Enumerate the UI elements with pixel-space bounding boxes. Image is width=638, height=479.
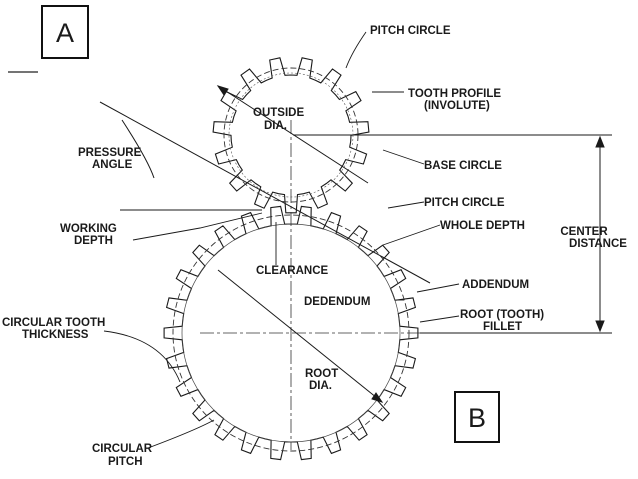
label-root-dia-2: DIA. [309,380,332,392]
label-pitch-circle-mid: PITCH CIRCLE [424,197,505,209]
label-working-depth-1: WORKING [60,223,117,235]
label-tooth-profile-1: TOOTH PROFILE [408,88,501,100]
label-root-fillet-2: FILLET [483,321,522,333]
labels: PITCH CIRCLE TOOTH PROFILE (INVOLUTE) OU… [2,25,627,468]
label-center-distance-1: CENTER [560,226,608,238]
leaders [103,31,460,449]
label-clearance: CLEARANCE [256,265,329,277]
pressure-angle-line [99,101,431,284]
center-distance-dimension [293,134,612,334]
center-lines [200,120,430,450]
label-root-fillet-1: ROOT (TOOTH) [460,309,544,321]
label-circular-pitch-1: CIRCULAR [92,443,153,455]
label-circular-pitch-2: PITCH [108,456,143,468]
label-pressure-angle-2: ANGLE [92,159,133,171]
label-outside-dia-2: DIA. [264,120,287,132]
outside-dia-leader [216,85,369,184]
label-tooth-profile-2: (INVOLUTE) [424,100,490,112]
badge-a: A [41,5,89,59]
badge-a-text: A [56,18,74,48]
label-center-distance-2: DISTANCE [569,238,627,250]
label-working-depth-2: DEPTH [74,235,113,247]
label-circular-tooth-thickness-2: THICKNESS [22,329,89,341]
badge-b-text: B [468,403,486,433]
label-root-dia-1: ROOT [305,368,338,380]
label-base-circle: BASE CIRCLE [424,160,502,172]
label-pressure-angle-1: PRESSURE [78,147,142,159]
label-outside-dia-1: OUTSIDE [253,107,304,119]
root-dia-leader [217,269,384,403]
small-gear-outline [212,57,370,214]
label-whole-depth: WHOLE DEPTH [440,220,525,232]
badge-b: B [454,391,500,443]
label-pitch-circle-top: PITCH CIRCLE [370,25,451,37]
label-addendum: ADDENDUM [462,279,529,291]
label-dedendum: DEDENDUM [304,296,370,308]
label-circular-tooth-thickness-1: CIRCULAR TOOTH [2,317,105,329]
